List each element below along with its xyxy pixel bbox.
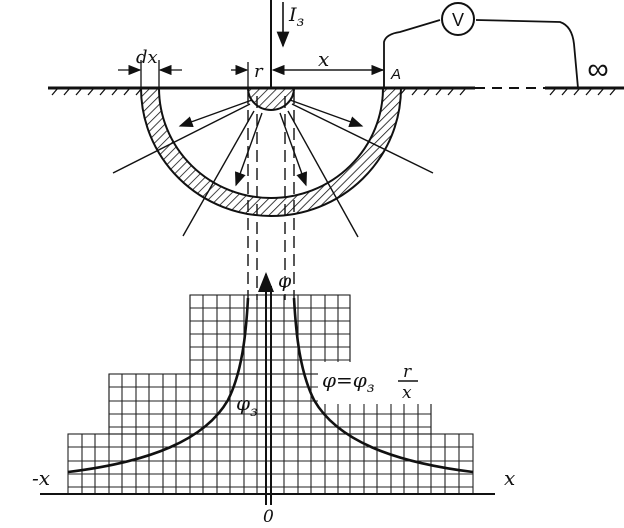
neg-x-label: -x [32, 466, 50, 490]
current-spread-lines [112, 99, 434, 238]
potential-formula: φ=φз r x [318, 362, 436, 404]
svg-text:r: r [403, 362, 412, 382]
voltmeter-wire [383, 19, 579, 89]
origin-label: 0 [263, 507, 274, 527]
potential-chart: φ φз φ=φз r x -x x 0 [32, 270, 515, 527]
dx-label: dx [136, 47, 158, 68]
svg-text:x: x [402, 383, 412, 403]
current-label: Iз [288, 4, 304, 30]
r-label: r [254, 61, 264, 82]
voltmeter-label: V [452, 10, 464, 30]
voltmeter-circle [441, 2, 475, 36]
projection-lines [247, 92, 295, 300]
ground-hatching [51, 87, 617, 96]
potential-curve-right [292, 297, 474, 474]
phi-axis-label: φ [278, 270, 292, 292]
phi-z-label: φз [236, 391, 258, 420]
dimension-r [231, 62, 249, 88]
potential-curve-left [67, 297, 250, 474]
electrode-section: Iз dx r [48, 0, 624, 238]
dimension-dx [118, 60, 182, 88]
point-a-label: A [390, 66, 401, 83]
x-top-label: x [318, 47, 329, 71]
svg-text:φ=φз: φ=φз [322, 368, 374, 396]
electrode-hemisphere [246, 87, 296, 111]
pos-x-label: x [504, 466, 515, 490]
hemispherical-layer-dx [139, 87, 403, 217]
infinity-label: ∞ [587, 53, 608, 86]
